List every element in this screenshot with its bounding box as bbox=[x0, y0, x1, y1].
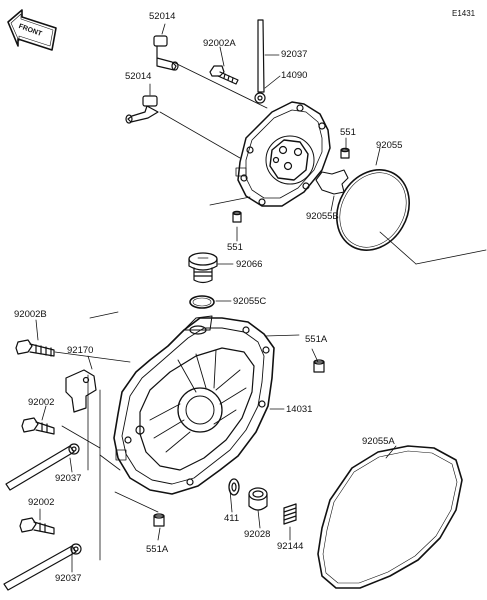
part-label-551-upper: 551 bbox=[340, 127, 356, 138]
part-label-92037-bottom: 92037 bbox=[55, 573, 82, 584]
part-label-14090: 14090 bbox=[281, 70, 308, 81]
part-label-92028: 92028 bbox=[244, 529, 271, 540]
oring-92055c bbox=[189, 295, 215, 309]
part-label-92055b: 92055B bbox=[306, 211, 339, 222]
dowel-551a-right bbox=[313, 359, 325, 373]
part-label-92055a: 92055A bbox=[362, 436, 395, 447]
bushing-92028 bbox=[248, 487, 268, 511]
part-label-92066: 92066 bbox=[236, 259, 263, 270]
pump-housing-14031 bbox=[113, 315, 275, 495]
washer-411 bbox=[228, 478, 240, 496]
clamp-92170 bbox=[65, 369, 97, 413]
part-label-92055c: 92055C bbox=[233, 296, 267, 307]
part-label-551a-bottom: 551A bbox=[146, 544, 169, 555]
plug-92066 bbox=[188, 252, 218, 284]
part-label-92002a: 92002A bbox=[203, 38, 236, 49]
part-label-52014-lower: 52014 bbox=[125, 71, 152, 82]
bolt-92002a bbox=[209, 65, 239, 85]
spring-92144 bbox=[283, 503, 297, 525]
strap-92037-top bbox=[254, 19, 266, 104]
part-label-14031: 14031 bbox=[286, 404, 313, 415]
part-label-92170: 92170 bbox=[67, 345, 94, 356]
pump-cover-14090 bbox=[235, 101, 331, 207]
part-label-411: 411 bbox=[224, 513, 240, 524]
bolt-92002-lower bbox=[19, 517, 55, 535]
part-label-92055: 92055 bbox=[376, 140, 403, 151]
part-label-92002-upper: 92002 bbox=[28, 397, 55, 408]
strap-92037-mid bbox=[5, 443, 80, 491]
dowel-551-mid bbox=[232, 210, 242, 223]
fitting-52014-top bbox=[153, 35, 179, 71]
oring-92055 bbox=[336, 169, 410, 251]
part-label-52014-top: 52014 bbox=[149, 11, 176, 22]
part-label-92037-top: 92037 bbox=[281, 49, 308, 60]
part-label-92002-lower: 92002 bbox=[28, 497, 55, 508]
part-label-551-mid: 551 bbox=[227, 242, 243, 253]
front-arrow-icon bbox=[7, 9, 57, 51]
fitting-52014-lower bbox=[125, 95, 159, 124]
part-label-92144: 92144 bbox=[277, 541, 304, 552]
bolt-92002b bbox=[15, 339, 55, 357]
oring-92055b bbox=[315, 169, 349, 195]
part-label-551a-right: 551A bbox=[305, 334, 328, 345]
part-label-92002b: 92002B bbox=[14, 309, 47, 320]
part-label-92037-mid: 92037 bbox=[55, 473, 82, 484]
bolt-92002-upper bbox=[21, 417, 55, 435]
strap-92037-bottom bbox=[3, 543, 82, 591]
dowel-551-upper bbox=[340, 147, 350, 159]
gasket-92055a bbox=[317, 445, 463, 589]
dowel-551a-bottom bbox=[153, 513, 165, 527]
diagram-code: E1431 bbox=[452, 9, 476, 18]
leader-lines bbox=[35, 23, 487, 573]
